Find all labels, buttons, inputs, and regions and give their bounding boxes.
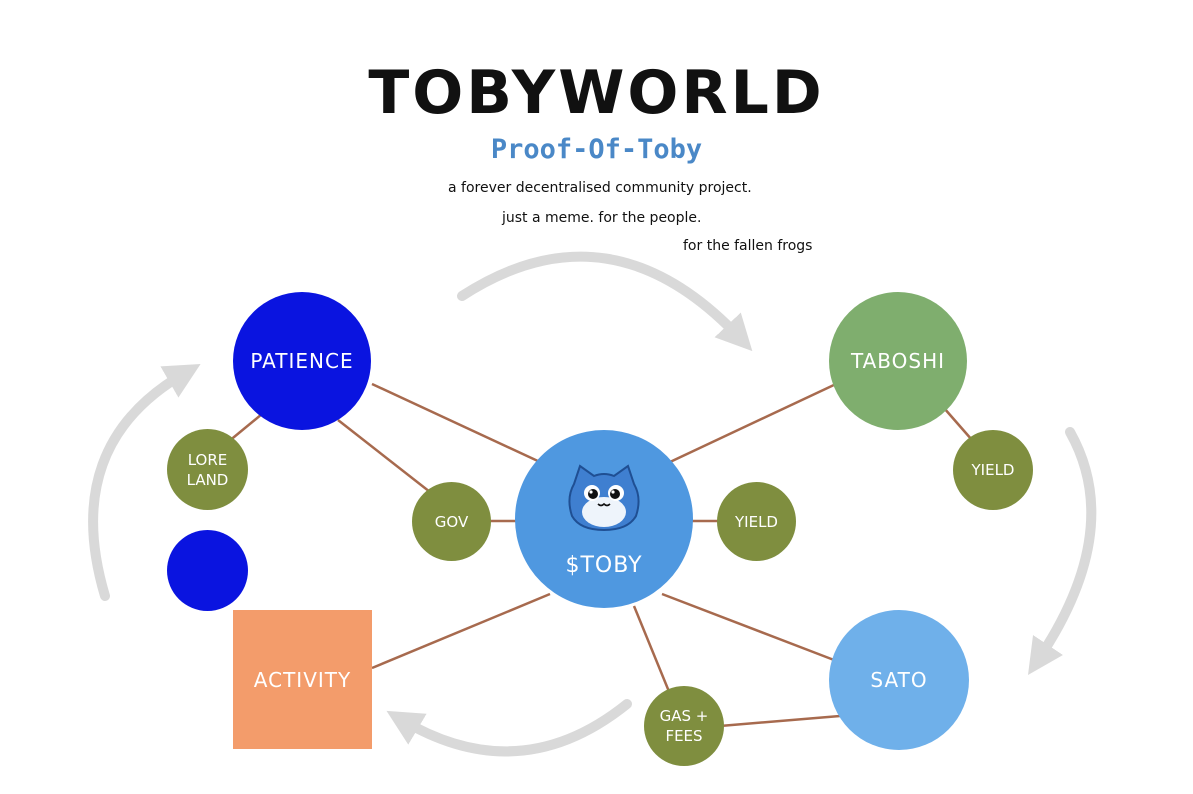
node-yield-center-label: YIELD xyxy=(735,512,778,531)
cycle-arrow-icon xyxy=(457,251,753,352)
cycle-arrow-icon xyxy=(1027,427,1097,675)
edge-gas-sato xyxy=(719,714,841,728)
node-taboshi-label: TABOSHI xyxy=(850,349,946,373)
node-gov-label: GOV xyxy=(434,512,469,531)
tagline-3: for the fallen frogs xyxy=(683,238,813,254)
node-activity: ACTIVITY xyxy=(233,610,372,749)
node-gas-fees: GAS + FEES xyxy=(644,686,724,766)
edge-toby-sato xyxy=(661,592,835,662)
edge-taboshi-yield xyxy=(943,407,973,441)
cycle-arrows xyxy=(88,251,1097,757)
node-small-blue xyxy=(167,530,248,611)
edge-patience-gov xyxy=(337,419,431,493)
tagline-2: just a meme. for the people. xyxy=(502,210,702,226)
node-patience: PATIENCE xyxy=(233,292,371,430)
cycle-arrow-icon xyxy=(88,364,201,601)
edge-patience-lore xyxy=(227,413,263,443)
node-activity-label: ACTIVITY xyxy=(253,667,352,692)
cycle-arrow-icon xyxy=(386,699,632,757)
node-gas-fees-label: GAS + FEES xyxy=(659,707,709,745)
tagline-1: a forever decentralised community projec… xyxy=(448,180,752,196)
page-subtitle: Proof-Of-Toby xyxy=(490,134,703,165)
node-yield-center: YIELD xyxy=(717,482,796,561)
node-sato: SATO xyxy=(829,610,969,750)
node-yield-right: YIELD xyxy=(953,430,1033,510)
node-patience-label: PATIENCE xyxy=(250,349,354,373)
edge-toby-taboshi xyxy=(669,382,837,464)
page-title: TOBYWORLD xyxy=(368,58,825,128)
edges xyxy=(227,382,973,728)
node-taboshi: TABOSHI xyxy=(829,292,967,430)
blue-frog-mascot-icon xyxy=(568,464,640,532)
edge-toby-gas xyxy=(632,605,672,695)
node-yield-right-label: YIELD xyxy=(971,461,1015,479)
node-gov: GOV xyxy=(412,482,491,561)
node-sato-label: SATO xyxy=(870,668,928,692)
node-toby-label: $TOBY xyxy=(565,552,643,578)
edge-toby-activity xyxy=(371,592,551,670)
node-lore-land: LORE LAND xyxy=(167,429,248,510)
node-lore-land-label: LORE LAND xyxy=(186,450,229,489)
edge-patience-toby xyxy=(371,382,541,464)
